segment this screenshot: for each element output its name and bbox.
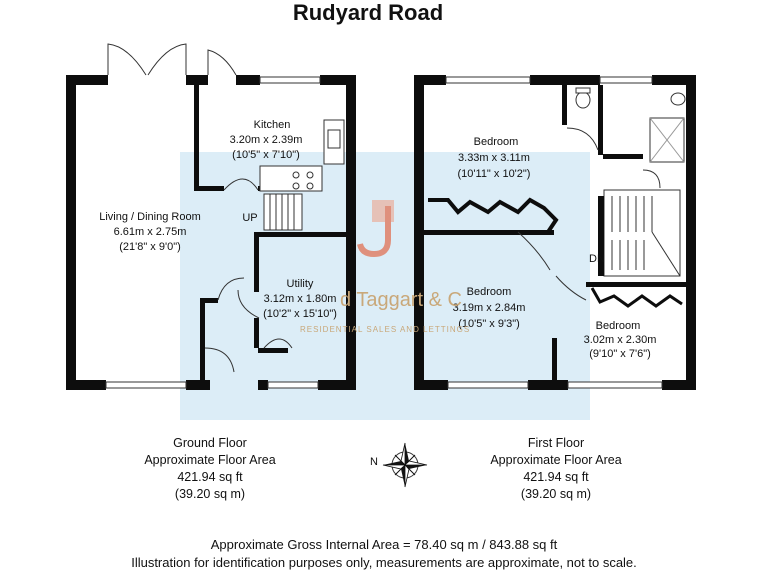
bedroom2-name: Bedroom bbox=[467, 286, 512, 298]
watermark-logo bbox=[357, 200, 394, 258]
bedroom3-imperial: (9'10" x 7'6") bbox=[589, 348, 651, 360]
utility-metric: 3.12m x 1.80m bbox=[264, 293, 337, 305]
kitchen-metric: 3.20m x 2.39m bbox=[230, 134, 303, 146]
utility-name: Utility bbox=[287, 278, 314, 290]
compass-rose-icon bbox=[382, 442, 428, 488]
disclaimer-text: Illustration for identification purposes… bbox=[131, 555, 637, 570]
living-room-imperial: (21'8" x 9'0") bbox=[119, 241, 181, 253]
bedroom3-metric: 3.02m x 2.30m bbox=[584, 334, 657, 346]
bedroom1-name: Bedroom bbox=[474, 136, 519, 148]
ground-floor-plan bbox=[66, 43, 356, 390]
gross-area-text: Approximate Gross Internal Area = 78.40 … bbox=[211, 537, 558, 552]
watermark-panel bbox=[180, 152, 590, 420]
utility-imperial: (10'2" x 15'10") bbox=[263, 308, 337, 320]
first-floor-name: First Floor bbox=[528, 436, 584, 450]
living-room-metric: 6.61m x 2.75m bbox=[114, 226, 187, 238]
first-floor-sqm: (39.20 sq m) bbox=[521, 487, 591, 501]
page-title: Rudyard Road bbox=[293, 0, 443, 25]
bedroom2-metric: 3.19m x 2.84m bbox=[453, 302, 526, 314]
watermark-brand: d Taggart & C bbox=[340, 289, 462, 311]
ground-floor-sqm: (39.20 sq m) bbox=[175, 487, 245, 501]
kitchen-imperial: (10'5" x 7'10") bbox=[232, 149, 300, 161]
bedroom1-imperial: (10'11" x 10'2") bbox=[458, 168, 531, 180]
compass-north-label: N bbox=[370, 456, 378, 468]
first-floor-area-label: Approximate Floor Area bbox=[490, 453, 621, 467]
bedroom1-metric: 3.33m x 3.11m bbox=[458, 152, 530, 164]
ground-floor-sqft: 421.94 sq ft bbox=[177, 470, 243, 484]
living-room-name: Living / Dining Room bbox=[99, 211, 201, 223]
stairs-up-label: UP bbox=[242, 212, 257, 224]
bedroom2-imperial: (10'5" x 9'3") bbox=[458, 318, 520, 330]
first-floor-sqft: 421.94 sq ft bbox=[523, 470, 589, 484]
stairs-down-label: DN bbox=[589, 253, 605, 265]
bedroom3-name: Bedroom bbox=[596, 320, 641, 332]
ground-floor-area-label: Approximate Floor Area bbox=[144, 453, 275, 467]
first-floor-plan bbox=[414, 75, 696, 390]
watermark-tagline: RESIDENTIAL SALES AND LETTINGS bbox=[300, 325, 470, 334]
ground-floor-name: Ground Floor bbox=[173, 436, 247, 450]
kitchen-name: Kitchen bbox=[254, 119, 291, 131]
